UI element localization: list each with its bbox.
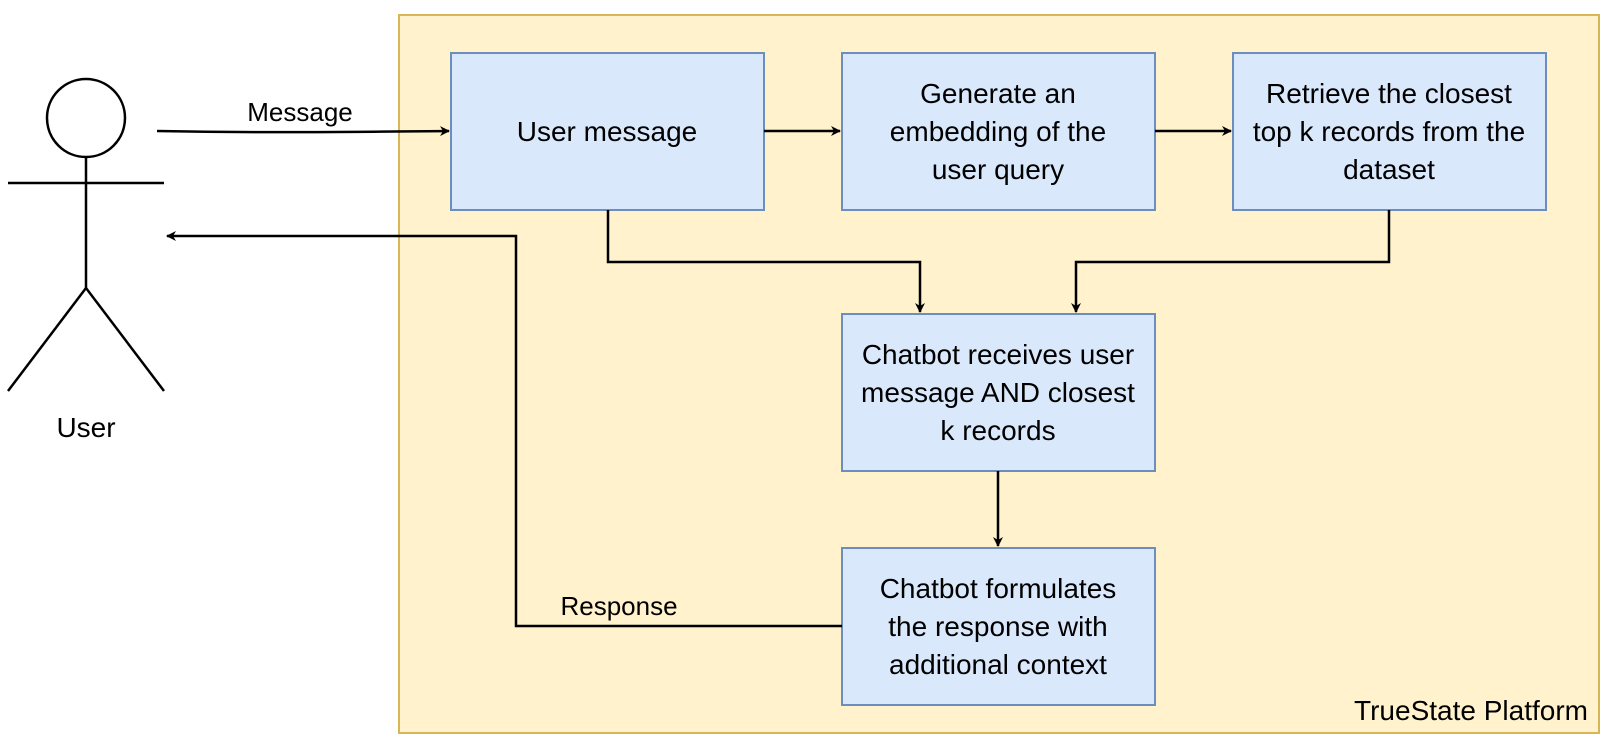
edge-message-label: Message [247, 97, 353, 127]
edge-message-arrow [156, 126, 450, 137]
node-retrieve: Retrieve the closest top k records from t… [1232, 52, 1547, 211]
platform-label: TrueState Platform [1354, 695, 1588, 726]
node-chatbot-formulates: Chatbot formulates the response with addit… [841, 547, 1156, 706]
node-label-line: k records [940, 415, 1055, 446]
actor-head [45, 77, 127, 159]
node-retrieve-box [1232, 52, 1547, 211]
edge-response-arrow [166, 231, 842, 628]
node-label-line: message AND closest [861, 377, 1135, 408]
node-label-line: embedding of the [890, 116, 1106, 147]
node-embedding-box [841, 52, 1156, 211]
node-label-line: Retrieve the closest [1266, 78, 1512, 109]
node-chatbot-formulates-box [841, 547, 1156, 706]
node-retrieve-label: Retrieve the closest top k records from t… [1253, 78, 1525, 185]
node-label-line: Generate an [920, 78, 1076, 109]
node-chatbot-receives-label: Chatbot receives user message AND closest… [861, 339, 1135, 446]
node-label-line: Chatbot receives user [862, 339, 1134, 370]
edge-usermsg-to-chatbot [606, 210, 925, 313]
node-chatbot-receives-box [841, 313, 1156, 472]
node-embedding: Generate an embedding of the user query [841, 52, 1156, 211]
node-embedding-label: Generate an embedding of the user query [890, 78, 1106, 185]
node-chatbot-receives: Chatbot receives user message AND closest… [841, 313, 1156, 472]
node-label-line: User message [517, 116, 698, 147]
edge-response-label: Response [560, 591, 677, 621]
node-label-line: additional context [889, 649, 1107, 680]
node-user-message: User message [450, 52, 765, 211]
user-actor [7, 77, 165, 392]
edge-retrieve-to-chatbot [1071, 210, 1391, 313]
node-label-line: user query [932, 154, 1064, 185]
node-chatbot-formulates-label: Chatbot formulates the response with addit… [880, 573, 1117, 680]
actor-right-leg [85, 287, 165, 392]
node-label-line: dataset [1343, 154, 1435, 185]
node-label-line: Chatbot formulates [880, 573, 1117, 604]
actor-label: User [56, 412, 115, 443]
node-label-line: top k records from the [1253, 116, 1525, 147]
actor-left-leg [7, 287, 87, 392]
node-label-line: the response with [888, 611, 1107, 642]
node-user-message-label: User message [517, 116, 698, 147]
